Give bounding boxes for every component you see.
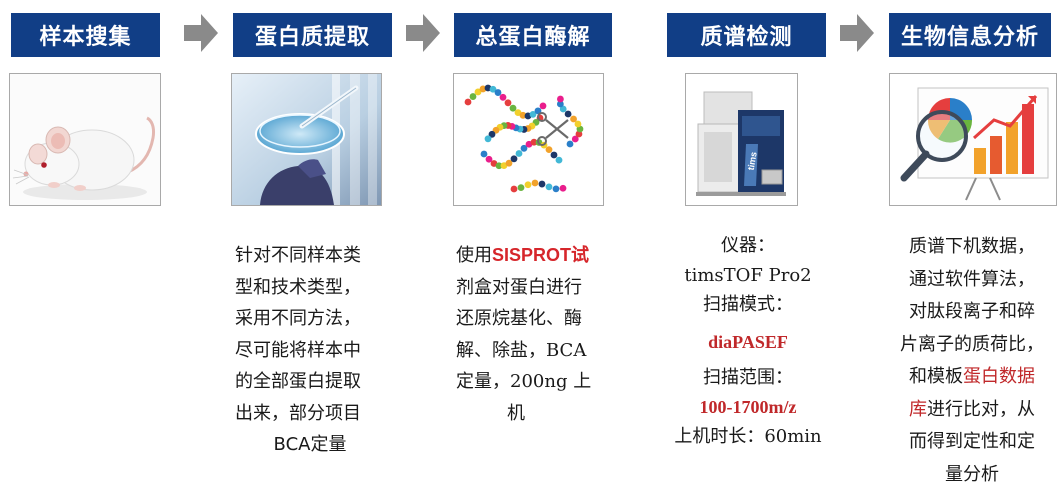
step-header-bioinformatics: 生物信息分析 bbox=[889, 13, 1051, 57]
scan-range-label: 扫描范围： bbox=[703, 367, 793, 388]
bioinfo-line: 片离子的质荷比， bbox=[900, 333, 1044, 355]
scissors-icon bbox=[537, 112, 569, 146]
scan-range-value: 100-1700m/z bbox=[699, 396, 797, 417]
digestion-line-1: 使用SISPROT试 bbox=[456, 245, 590, 266]
extraction-line: BCA定量 bbox=[273, 434, 347, 455]
bioinfo-line: 量分析 bbox=[945, 463, 999, 485]
extraction-line: 尽可能将样本中 bbox=[235, 339, 361, 361]
digestion-line-6: 机 bbox=[507, 402, 525, 424]
extraction-description: 针对不同样本类 型和技术类型， 采用不同方法， 尽可能将样本中 的全部蛋白提取 … bbox=[235, 240, 385, 461]
mouse-image bbox=[9, 73, 161, 206]
step-header-protein-digestion: 总蛋白酶解 bbox=[454, 13, 612, 57]
step-header-protein-extraction: 蛋白质提取 bbox=[233, 13, 392, 57]
extraction-line: 的全部蛋白提取 bbox=[235, 371, 361, 392]
bioinformatics-chart-image bbox=[889, 73, 1057, 206]
right-arrow-icon bbox=[184, 14, 218, 52]
svg-text:tims: tims bbox=[746, 151, 759, 171]
scan-mode-value: diaPASEF bbox=[708, 331, 788, 352]
bioinfo-line: 通过软件算法， bbox=[909, 268, 1035, 290]
scan-mode-label: 扫描模式： bbox=[703, 294, 793, 315]
run-time: 上机时长：60min bbox=[674, 426, 822, 447]
step-header-ms-detection: 质谱检测 bbox=[667, 13, 826, 57]
peptide-chain-image bbox=[453, 73, 604, 206]
bioinfo-line: 库进行比对，从 bbox=[909, 398, 1035, 420]
bioinfo-line: 对肽段离子和碎 bbox=[909, 301, 1035, 322]
right-arrow-icon bbox=[840, 14, 874, 52]
step-title: 总蛋白酶解 bbox=[475, 25, 591, 50]
extraction-line: 针对不同样本类 bbox=[235, 245, 361, 266]
step-title: 质谱检测 bbox=[700, 25, 793, 50]
bioinfo-description: 质谱下机数据， 通过软件算法， 对肽段离子和碎 片离子的质荷比， 和模板蛋白数据… bbox=[884, 231, 1060, 491]
bioinfo-line: 质谱下机数据， bbox=[909, 236, 1035, 257]
digestion-line-5: 定量，200ng 上 bbox=[456, 371, 592, 392]
step-title: 蛋白质提取 bbox=[254, 25, 370, 50]
digestion-description: 使用SISPROT试 剂盒对蛋白进行 还原烷基化、酶 解、除盐，BCA 定量，2… bbox=[456, 240, 616, 429]
digestion-line-4: 解、除盐，BCA bbox=[456, 339, 587, 361]
extraction-line: 型和技术类型， bbox=[235, 276, 361, 298]
extraction-line: 采用不同方法， bbox=[235, 308, 361, 329]
instrument-label: 仪器： bbox=[721, 235, 775, 256]
bioinfo-line: 而得到定性和定 bbox=[909, 431, 1035, 452]
digestion-line-3: 还原烷基化、酶 bbox=[456, 308, 582, 329]
step-title: 样本搜集 bbox=[39, 25, 132, 50]
right-arrow-icon bbox=[406, 14, 440, 52]
bioinfo-line: 和模板蛋白数据 bbox=[909, 366, 1035, 387]
step-header-sample-collection: 样本搜集 bbox=[11, 13, 160, 57]
ms-description: 仪器： timsTOF Pro2 扫描模式： diaPASEF 扫描范围： 10… bbox=[660, 231, 836, 452]
protein-database-highlight: 蛋白数据 bbox=[963, 366, 1035, 387]
step-title: 生物信息分析 bbox=[900, 25, 1039, 50]
mass-spectrometer-image: tims bbox=[685, 73, 798, 206]
extraction-line: 出来，部分项目 bbox=[235, 402, 361, 424]
protein-database-highlight: 库 bbox=[909, 398, 927, 420]
petri-dish-image bbox=[231, 73, 382, 206]
digestion-line-2: 剂盒对蛋白进行 bbox=[456, 276, 582, 298]
sisprot-kit-highlight: SISPROT试 bbox=[492, 245, 590, 265]
instrument-value: timsTOF Pro2 bbox=[684, 264, 812, 286]
